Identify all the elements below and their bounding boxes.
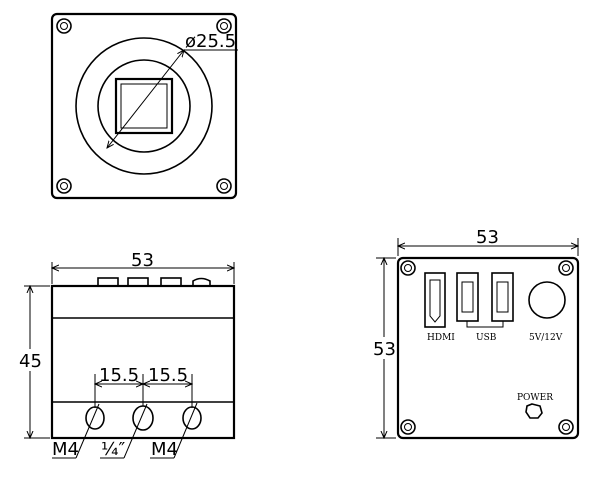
top-connector <box>97 277 119 287</box>
hdmi-label: HDMI <box>427 333 455 343</box>
lens-mount-inner-ring <box>97 59 191 153</box>
corner-screw-icon <box>56 18 72 34</box>
back-view: HDMI USB 5V/12V POWER 53 53 <box>372 227 580 440</box>
usb-bracket <box>466 321 504 328</box>
image-sensor <box>114 77 174 135</box>
mounting-hole-center <box>132 405 154 431</box>
hole-right-label: M4 <box>151 439 178 460</box>
hole-left-label: M4 <box>52 439 79 460</box>
corner-screw-icon <box>400 419 416 435</box>
top-knob <box>192 277 211 286</box>
front-view: ø25.5 <box>50 12 238 200</box>
side-view: 53 45 15.5 15.5 M4 ¼″ M4 <box>18 250 236 460</box>
corner-screw-icon <box>216 18 232 34</box>
corner-screw-icon <box>558 260 574 276</box>
diameter-dimension-line <box>107 50 184 148</box>
mounting-hole-right <box>182 406 202 430</box>
front-body-outline <box>50 12 238 200</box>
power-label: POWER <box>517 393 553 403</box>
hole-center-label: ¼″ <box>101 439 125 460</box>
side-height-label: 45 <box>19 351 42 372</box>
corner-screw-icon <box>400 260 416 276</box>
power-led-icon <box>525 403 543 419</box>
top-connector <box>127 277 149 287</box>
spacing-right-label: 15.5 <box>148 365 188 386</box>
usb-label: USB <box>476 333 497 343</box>
back-height-label: 53 <box>373 339 396 360</box>
usb-port-icon <box>456 272 479 322</box>
diameter-label: ø25.5 <box>185 31 236 52</box>
hdmi-port-icon <box>424 272 446 328</box>
back-width-label: 53 <box>476 227 499 248</box>
back-body-outline <box>396 256 580 440</box>
power-input-label: 5V/12V <box>529 333 563 343</box>
side-width-label: 53 <box>131 250 154 271</box>
top-connector <box>160 277 182 287</box>
spacing-left-label: 15.5 <box>99 365 139 386</box>
power-jack-icon <box>528 281 566 319</box>
mounting-hole-left <box>85 406 105 430</box>
corner-screw-icon <box>558 419 574 435</box>
corner-screw-icon <box>56 178 72 194</box>
corner-screw-icon <box>216 178 232 194</box>
usb-port-icon <box>491 272 514 322</box>
side-body-outline <box>50 284 236 440</box>
lens-mount-outer-ring <box>75 37 213 175</box>
